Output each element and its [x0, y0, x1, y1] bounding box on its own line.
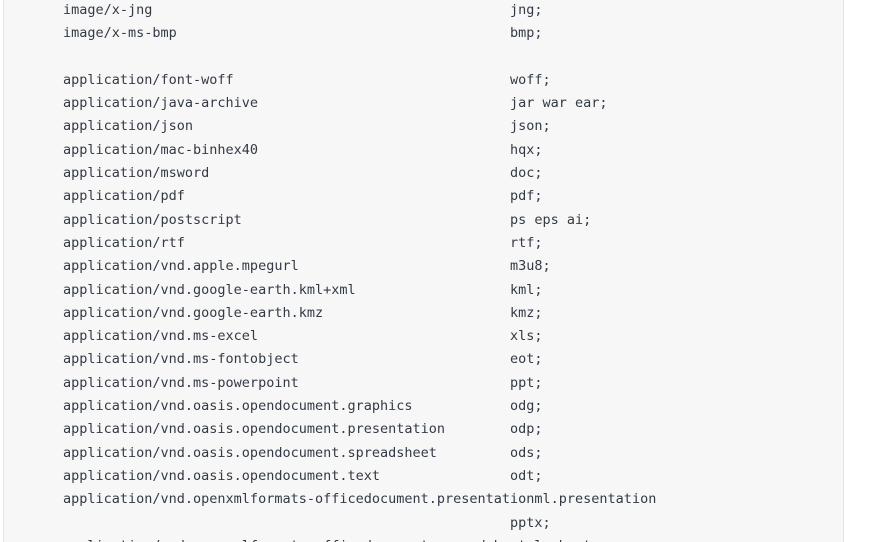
- mime-extensions-continuation: pptx;: [63, 514, 551, 531]
- code-block: image/x-jng jng; image/x-ms-bmp bmp; appl…: [3, 0, 844, 542]
- mime-type-row: image/x-ms-bmp bmp;: [63, 25, 543, 42]
- mime-type-row: application/vnd.oasis.opendocument.sprea…: [63, 444, 543, 461]
- mime-type-row: application/vnd.oasis.opendocument.prese…: [63, 421, 543, 438]
- mime-type-row: application/vnd.ms-fontobject eot;: [63, 351, 543, 368]
- mime-types-listing[interactable]: image/x-jng jng; image/x-ms-bmp bmp; appl…: [4, 0, 843, 542]
- mime-type-row: application/postscript ps eps ai;: [63, 211, 592, 228]
- mime-type-row: application/vnd.ms-powerpoint ppt;: [63, 374, 543, 391]
- mime-type-row: application/vnd.oasis.opendocument.graph…: [63, 398, 543, 415]
- mime-type-row: application/msword doc;: [63, 165, 543, 182]
- mime-type-row: image/x-jng jng;: [63, 2, 543, 18]
- code-scroll-content: image/x-jng jng; image/x-ms-bmp bmp; appl…: [4, 0, 843, 542]
- mime-type-row: application/vnd.google-earth.kmz kmz;: [63, 304, 543, 321]
- mime-type-row: application/vnd.openxmlformats-officedoc…: [63, 491, 657, 508]
- mime-type-row: application/java-archive jar war ear;: [63, 95, 608, 112]
- mime-type-row: application/pdf pdf;: [63, 188, 543, 205]
- mime-type-row: application/vnd.oasis.opendocument.text …: [63, 467, 543, 484]
- mime-type-row: application/json json;: [63, 118, 551, 135]
- mime-type-row: application/vnd.openxmlformats-officedoc…: [63, 535, 843, 542]
- mime-type-row: application/vnd.ms-excel xls;: [63, 328, 543, 345]
- mime-type-row: application/font-woff woff;: [63, 71, 551, 88]
- mime-type-row: application/rtf rtf;: [63, 234, 543, 251]
- mime-type-row: application/vnd.apple.mpegurl m3u8;: [63, 258, 551, 275]
- mime-type-row: application/vnd.google-earth.kml+xml kml…: [63, 281, 543, 298]
- mime-type-row: application/mac-binhex40 hqx;: [63, 141, 543, 158]
- blank-row: [63, 46, 843, 69]
